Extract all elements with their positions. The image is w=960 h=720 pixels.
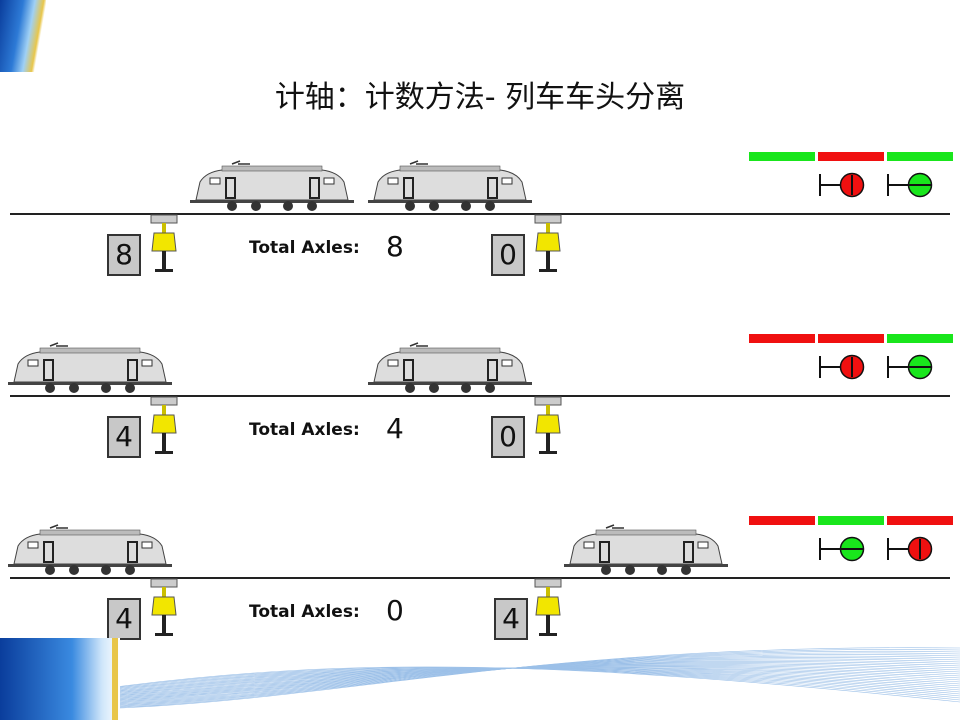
slide-title: 计轴：计数方法- 列车车头分离 — [274, 80, 686, 115]
locomotive — [182, 160, 358, 216]
track-section-green — [749, 152, 815, 161]
track-section-green — [887, 334, 953, 343]
right-axle-counter: 0 — [491, 416, 525, 458]
locomotive — [556, 524, 732, 580]
signal-green-icon — [886, 172, 938, 198]
track-scenario-2: 4 Total Axles: 4 0 — [0, 334, 960, 516]
axle-sensor-right-icon — [531, 577, 565, 641]
total-axles-label: Total Axles: — [249, 602, 360, 622]
rail-track — [10, 395, 950, 397]
track-scenario-1: 8 Total Axles: 8 0 — [0, 152, 960, 334]
track-section-red — [818, 334, 884, 343]
axle-sensor-left-icon — [147, 213, 181, 277]
track-section-red — [749, 516, 815, 525]
axle-sensor-left-icon — [147, 395, 181, 459]
signal-green-icon — [818, 536, 870, 562]
rail-track — [10, 213, 950, 215]
left-axle-counter: 8 — [107, 234, 141, 276]
signal-green-icon — [886, 354, 938, 380]
track-section-red — [887, 516, 953, 525]
axle-sensor-left-icon — [147, 577, 181, 641]
locomotive — [0, 524, 176, 580]
corner-decoration — [0, 0, 46, 72]
track-section-red — [818, 152, 884, 161]
bottom-wave-decoration — [0, 638, 960, 720]
rail-track — [10, 577, 950, 579]
signal-red-icon — [818, 172, 870, 198]
signal-red-icon — [886, 536, 938, 562]
signal-red-icon — [818, 354, 870, 380]
left-axle-counter: 4 — [107, 598, 141, 640]
right-axle-counter: 0 — [491, 234, 525, 276]
locomotive — [0, 342, 176, 398]
right-axle-counter: 4 — [494, 598, 528, 640]
track-scenario-3: 4 Total Axles: 0 4 — [0, 516, 960, 698]
total-axles-value: 4 — [386, 412, 404, 445]
axle-sensor-right-icon — [531, 395, 565, 459]
total-axles-label: Total Axles: — [249, 238, 360, 258]
axle-sensor-right-icon — [531, 213, 565, 277]
total-axles-value: 0 — [386, 594, 404, 627]
locomotive — [360, 342, 536, 398]
locomotive — [360, 160, 536, 216]
track-section-red — [749, 334, 815, 343]
track-section-green — [818, 516, 884, 525]
track-section-green — [887, 152, 953, 161]
left-axle-counter: 4 — [107, 416, 141, 458]
total-axles-label: Total Axles: — [249, 420, 360, 440]
total-axles-value: 8 — [386, 230, 404, 263]
